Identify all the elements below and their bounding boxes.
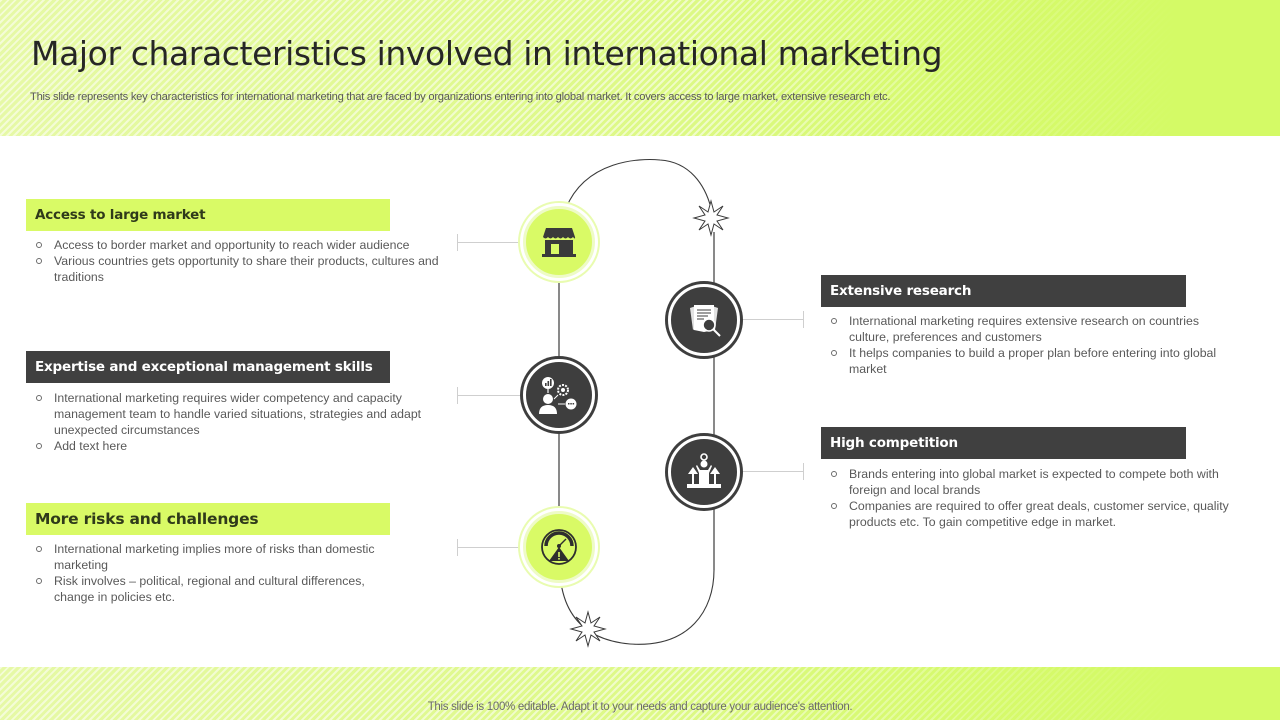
- heading-extensive-research: Extensive research: [821, 275, 1186, 307]
- podium-competition-icon: [687, 453, 721, 488]
- bullet-item: Access to border market and opportunity …: [30, 237, 450, 253]
- node-expertise-management: [523, 359, 595, 431]
- bullet-circle-icon: [36, 395, 42, 401]
- heading-more-risks: More risks and challenges: [26, 503, 390, 535]
- connector-item-4: [740, 463, 804, 480]
- sparkle-top-icon: [692, 199, 730, 237]
- connector-item-5: [457, 539, 521, 556]
- bullet-circle-icon: [831, 350, 837, 356]
- bullet-item: Various countries gets opportunity to sh…: [30, 253, 450, 285]
- heading-expertise-management: Expertise and exceptional management ski…: [26, 351, 390, 383]
- bullets-extensive-research: International marketing requires extensi…: [825, 313, 1235, 377]
- slide-subtitle: This slide represents key characteristic…: [30, 91, 891, 103]
- connector-item-3: [457, 387, 521, 404]
- node-extensive-research: [668, 284, 740, 356]
- bullet-item: International marketing implies more of …: [30, 541, 400, 573]
- bullets-high-competition: Brands entering into global market is ex…: [825, 466, 1235, 530]
- bullet-item: International marketing requires extensi…: [825, 313, 1235, 345]
- risk-gauge-icon: [541, 529, 577, 565]
- bullet-item: Add text here: [30, 438, 440, 454]
- bullet-circle-icon: [831, 318, 837, 324]
- node-high-competition: [668, 436, 740, 508]
- document-search-icon: [690, 305, 721, 337]
- heading-high-competition: High competition: [821, 427, 1186, 459]
- bullet-item: International marketing requires wider c…: [30, 390, 440, 438]
- header-band: [0, 0, 1280, 136]
- bullets-more-risks: International marketing implies more of …: [30, 541, 400, 605]
- heading-access-large-market: Access to large market: [26, 199, 390, 231]
- slide-title: Major characteristics involved in intern…: [31, 34, 943, 73]
- bullet-item: Risk involves – political, regional and …: [30, 573, 400, 605]
- bullet-item: Brands entering into global market is ex…: [825, 466, 1235, 498]
- bullet-circle-icon: [36, 546, 42, 552]
- bullets-access-large-market: Access to border market and opportunity …: [30, 237, 450, 285]
- connector-item-2: [740, 311, 804, 328]
- footer-note: This slide is 100% editable. Adapt it to…: [427, 701, 853, 713]
- sparkle-bottom-icon: [569, 610, 607, 648]
- bullet-circle-icon: [831, 471, 837, 477]
- bullet-circle-icon: [36, 443, 42, 449]
- bullet-item: It helps companies to build a proper pla…: [825, 345, 1235, 377]
- bullet-circle-icon: [36, 242, 42, 248]
- footer-band: [0, 667, 1280, 720]
- bullet-circle-icon: [36, 578, 42, 584]
- bullet-item: Companies are required to offer great de…: [825, 498, 1235, 530]
- bullet-circle-icon: [36, 258, 42, 264]
- connector-item-1: [457, 234, 521, 251]
- bullets-expertise-management: International marketing requires wider c…: [30, 390, 440, 454]
- manager-skills-icon: [539, 377, 577, 414]
- bullet-circle-icon: [831, 503, 837, 509]
- node-access-large-market: [523, 206, 595, 278]
- store-icon: [542, 228, 576, 257]
- node-more-risks: [523, 511, 595, 583]
